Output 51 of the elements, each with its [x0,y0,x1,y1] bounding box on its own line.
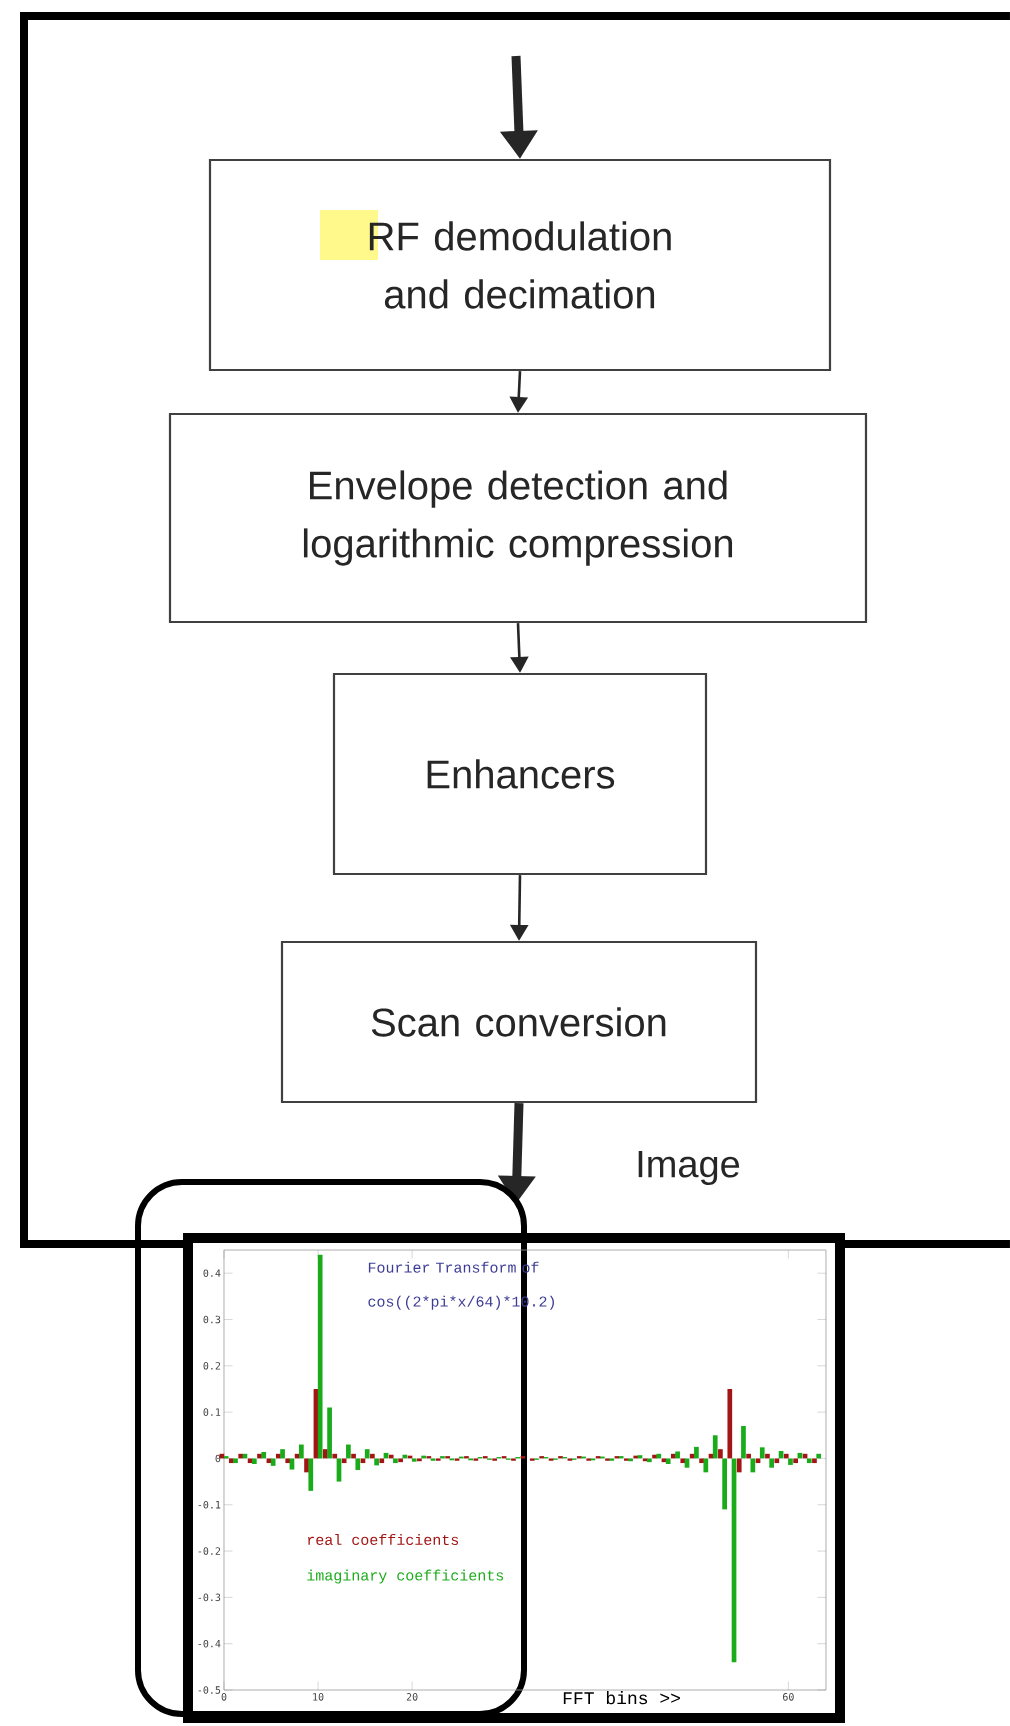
process-box: RF demodulation and decimation [208,158,832,372]
bar [699,1458,704,1464]
bar [370,1453,375,1459]
bar [765,1453,770,1459]
bar [228,1458,234,1464]
bar [812,1458,817,1464]
bar [327,1407,332,1459]
bar [806,1458,812,1464]
bar [285,1458,291,1464]
bar [793,1458,798,1464]
process-box: Enhancers [332,672,708,876]
bar [656,1453,662,1459]
bar [299,1444,304,1459]
bar [774,1458,780,1464]
bar [233,1458,238,1464]
bar [351,1453,356,1459]
bar [746,1453,751,1459]
bar [379,1458,385,1464]
bar [755,1458,761,1464]
bar [712,1435,718,1459]
bar [727,1388,733,1459]
bar [346,1444,351,1459]
bar [736,1458,742,1473]
bar [816,1453,822,1459]
edge-label: Image [638,1151,740,1185]
bar [355,1458,361,1471]
bar [750,1458,756,1473]
bar [280,1449,285,1459]
bar [317,1254,323,1459]
bar [769,1458,775,1468]
bar [788,1458,793,1465]
bar [703,1458,709,1473]
bar [289,1458,295,1470]
bar [393,1458,398,1464]
bar [360,1458,366,1464]
bar [374,1458,379,1466]
bar [718,1449,723,1459]
bar [332,1453,338,1459]
bar [759,1447,765,1459]
bar [783,1453,789,1459]
bar [694,1446,699,1459]
bar [308,1458,314,1491]
process-box: Envelope detection and logarithmic compression [168,412,868,624]
bar [722,1458,727,1510]
bar [261,1451,267,1459]
process-box: Scan conversion [280,940,758,1104]
x-axis-title: FFT bins >> [563,1691,680,1705]
bar [741,1426,746,1459]
bar [364,1449,370,1459]
bar [247,1458,253,1464]
bar [341,1458,347,1464]
